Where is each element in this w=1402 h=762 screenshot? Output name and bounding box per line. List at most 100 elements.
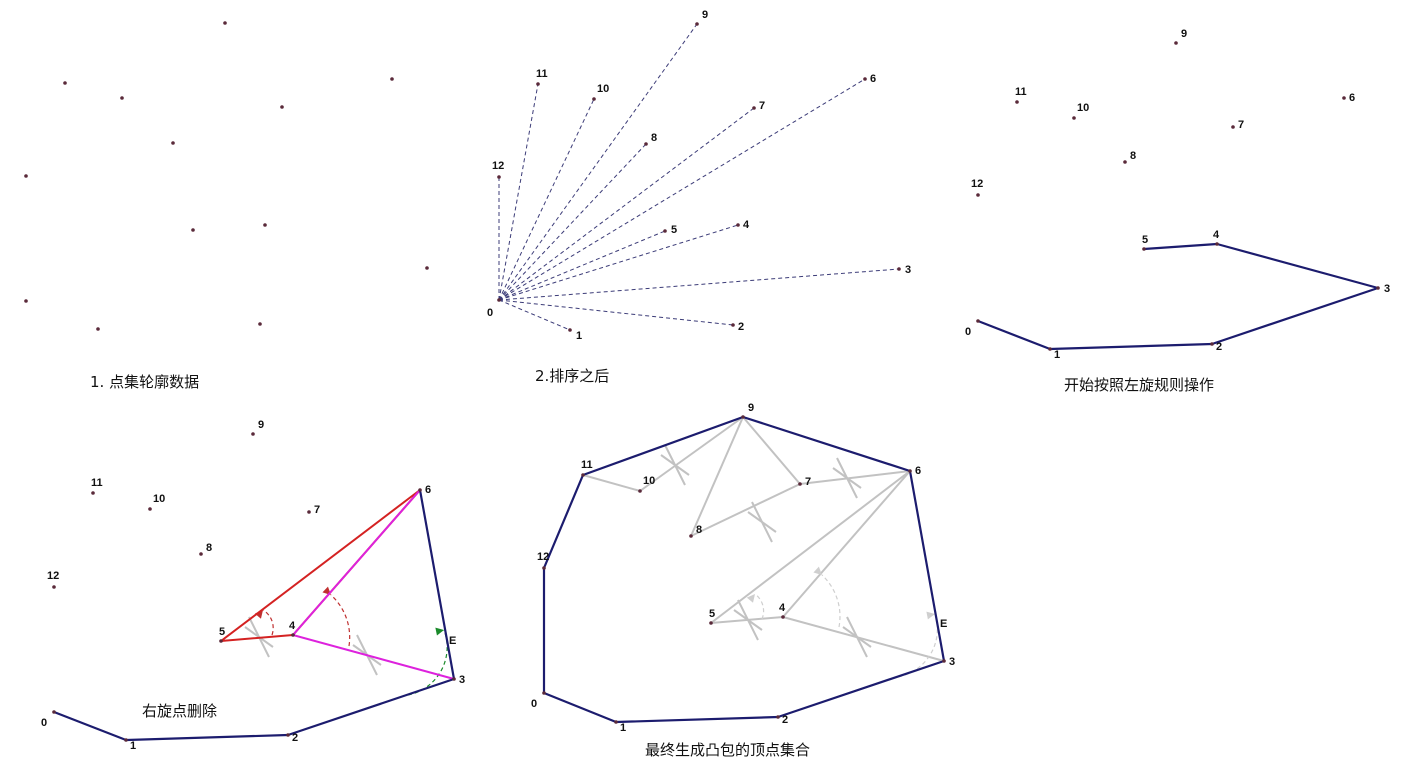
vertex-dot (199, 552, 203, 556)
discarded-edge (710, 470, 911, 624)
vertex-label: E (449, 635, 456, 647)
vertex-dot (863, 77, 867, 81)
arrowhead-icon (813, 566, 822, 575)
vertex-label: E (940, 618, 947, 630)
vertex-label: 2 (782, 714, 788, 726)
vertex-label: 3 (949, 656, 955, 668)
vertex-label: 8 (206, 542, 212, 554)
vertex-dot (52, 585, 56, 589)
arrowhead-icon (435, 627, 444, 636)
vertex-dot (663, 229, 667, 233)
vertex-label: 11 (536, 68, 548, 80)
vertex-dot (24, 174, 28, 178)
hull-edge (977, 242, 1380, 351)
vertex-dot (258, 322, 262, 326)
caption-panel-5: 最终生成凸包的顶点集合 (645, 741, 811, 759)
vertex-label: 9 (748, 402, 754, 414)
rotation-arc (754, 593, 765, 620)
vertex-label: 7 (759, 100, 765, 112)
vertex-label: 3 (1384, 283, 1390, 295)
vertex-label: 5 (709, 608, 715, 620)
vertex-dot (741, 415, 745, 419)
sort-ray (498, 107, 755, 301)
x-mark-icon (747, 501, 777, 543)
vertex-dot (1231, 125, 1235, 129)
vertex-label: 5 (219, 626, 225, 638)
vertex-dot (689, 534, 693, 538)
vertex-label: 11 (91, 477, 103, 489)
sort-ray (498, 98, 595, 301)
x-mark-stroke (747, 511, 777, 533)
vertex-label: 8 (1130, 150, 1136, 162)
vertex-dot (96, 327, 100, 331)
rotation-arc (897, 613, 939, 678)
vertex-label: 7 (314, 504, 320, 516)
caption-panel-4: 右旋点删除 (142, 702, 218, 720)
vertex-dot (1072, 116, 1076, 120)
vertex-label: 12 (537, 551, 549, 563)
vertex-label: 1 (576, 330, 582, 342)
vertex-label: 1 (1054, 349, 1060, 361)
sort-ray (498, 23, 698, 301)
vertex-label: 1 (620, 722, 626, 734)
vertex-label: 4 (743, 219, 750, 231)
sort-ray (498, 78, 866, 301)
discarded-edge (799, 470, 911, 485)
vertex-dot (52, 710, 56, 714)
vertex-dot (1215, 242, 1219, 246)
vertex-dot (976, 319, 980, 323)
vertex-dot (91, 491, 95, 495)
vertex-dot (709, 621, 713, 625)
rotation-arc (407, 629, 448, 696)
vertex-label: 11 (1015, 86, 1027, 98)
vertex-label: 6 (915, 465, 921, 477)
vertex-dot (592, 97, 596, 101)
vertex-dot (286, 733, 290, 737)
discarded-edge (690, 416, 744, 537)
rotation-arc (262, 609, 274, 636)
rotation-arc (821, 574, 841, 628)
vertex-label: 9 (702, 9, 708, 21)
vertex-label: 11 (581, 459, 593, 471)
vertex-dot (897, 267, 901, 271)
vertex-label: 6 (425, 484, 431, 496)
hull-edge (542, 415, 946, 724)
x-mark-stroke (660, 454, 690, 476)
vertex-label: 6 (870, 73, 876, 85)
discarded-edge (742, 416, 801, 485)
caption-panel-2: 2.排序之后 (535, 367, 610, 385)
x-mark-stroke (832, 467, 862, 489)
magenta-edge (292, 489, 455, 680)
vertex-label: 5 (1142, 234, 1148, 246)
vertex-label: 5 (671, 224, 677, 236)
vertex-dot (614, 720, 618, 724)
arrowhead-icon (746, 594, 755, 603)
vertex-dot (1174, 41, 1178, 45)
vertex-dot (736, 223, 740, 227)
vertex-label: 12 (47, 570, 59, 582)
discarded-edge (582, 474, 641, 492)
vertex-dot (776, 715, 780, 719)
vertex-dot (581, 473, 585, 477)
vertex-label: 1 (130, 740, 136, 752)
vertex-label: 9 (258, 419, 264, 431)
vertex-dot (752, 106, 756, 110)
discarded-edge (639, 416, 744, 492)
discarded-edge (782, 470, 911, 618)
x-mark-icon (660, 444, 690, 486)
vertex-label: 0 (531, 698, 537, 710)
vertex-dot (568, 328, 572, 332)
red-edge (220, 489, 421, 642)
x-mark-stroke (733, 609, 763, 631)
vertex-label: 2 (738, 321, 744, 333)
vertex-dot (1210, 342, 1214, 346)
vertex-label: 0 (487, 307, 493, 319)
vertex-label: 7 (805, 476, 811, 488)
vertex-dot (731, 323, 735, 327)
vertex-label: 12 (971, 178, 983, 190)
sort-ray (498, 230, 666, 301)
vertex-label: 9 (1181, 28, 1187, 40)
x-mark-icon (832, 457, 862, 499)
vertex-dot (695, 22, 699, 26)
vertex-label: 6 (1349, 92, 1355, 104)
